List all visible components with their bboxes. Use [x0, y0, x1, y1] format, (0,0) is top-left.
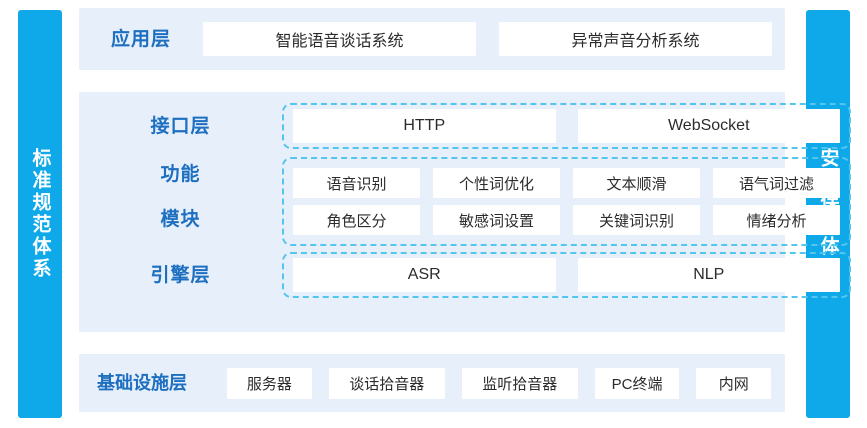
function-item-sensitive-word-settings[interactable]: 敏感词设置 [433, 205, 560, 235]
infra-item-intranet[interactable]: 内网 [696, 367, 771, 399]
engine-layer-group: ASR NLP [282, 252, 851, 298]
infrastructure-layer-label: 基础设施层 [97, 373, 187, 393]
interface-layer-items: HTTP WebSocket [284, 105, 849, 147]
interface-item-http[interactable]: HTTP [293, 109, 556, 143]
left-sidebar-label: 标准规范体系 [29, 148, 51, 280]
infrastructure-layer-panel: 基础设施层 服务器 谈话拾音器 监听拾音器 PC终端 内网 [79, 354, 785, 412]
app-item-intelligent-voice-talk-system[interactable]: 智能语音谈话系统 [203, 22, 476, 56]
function-module-label-line2: 模块 [160, 209, 201, 230]
function-module-row-1: 语音识别 个性词优化 文本顺滑 语气词过滤 [293, 168, 840, 198]
interface-layer-group: HTTP WebSocket [282, 103, 851, 149]
application-layer-panel: 应用层 智能语音谈话系统 异常声音分析系统 [79, 8, 785, 70]
engine-item-nlp[interactable]: NLP [577, 258, 840, 292]
app-item-abnormal-sound-analysis-system[interactable]: 异常声音分析系统 [499, 22, 772, 56]
interface-layer-label: 接口层 [150, 116, 211, 137]
infra-item-monitor-microphone[interactable]: 监听拾音器 [461, 367, 578, 399]
core-layers-panel: 接口层 功能 模块 引擎层 HTTP WebSocket 语音识别 个性词优化 … [79, 92, 851, 332]
left-sidebar-standard-system: 标准规范体系 [18, 10, 62, 418]
infra-item-talk-microphone[interactable]: 谈话拾音器 [328, 367, 445, 399]
application-layer-label: 应用层 [110, 28, 171, 50]
engine-layer-label: 引擎层 [150, 265, 211, 286]
infrastructure-layer-row: 基础设施层 服务器 谈话拾音器 监听拾音器 PC终端 内网 [79, 366, 785, 400]
function-module-items: 语音识别 个性词优化 文本顺滑 语气词过滤 角色区分 敏感词设置 关键词识别 情… [284, 159, 849, 244]
application-layer-row: 应用层 智能语音谈话系统 异常声音分析系统 [79, 22, 785, 56]
infra-item-pc-terminal[interactable]: PC终端 [594, 367, 680, 399]
core-layer-labels: 接口层 功能 模块 引擎层 [79, 92, 282, 332]
function-module-row-2: 角色区分 敏感词设置 关键词识别 情绪分析 [293, 205, 840, 235]
function-item-personalized-word-optimization[interactable]: 个性词优化 [433, 168, 560, 198]
function-module-group: 语音识别 个性词优化 文本顺滑 语气词过滤 角色区分 敏感词设置 关键词识别 情… [282, 157, 851, 246]
function-item-role-separation[interactable]: 角色区分 [293, 205, 420, 235]
function-item-keyword-recognition[interactable]: 关键词识别 [573, 205, 700, 235]
engine-item-asr[interactable]: ASR [293, 258, 556, 292]
function-item-speech-recognition[interactable]: 语音识别 [293, 168, 420, 198]
engine-layer-items: ASR NLP [284, 254, 849, 296]
function-item-text-smoothing[interactable]: 文本顺滑 [573, 168, 700, 198]
function-item-emotion-analysis[interactable]: 情绪分析 [713, 205, 840, 235]
infrastructure-layer-items: 服务器 谈话拾音器 监听拾音器 PC终端 内网 [227, 367, 785, 399]
function-item-modal-particle-filtering[interactable]: 语气词过滤 [713, 168, 840, 198]
function-module-label-line1: 功能 [160, 164, 201, 185]
infra-item-server[interactable]: 服务器 [227, 367, 312, 399]
application-layer-items: 智能语音谈话系统 异常声音分析系统 [203, 22, 785, 56]
interface-item-websocket[interactable]: WebSocket [577, 109, 840, 143]
